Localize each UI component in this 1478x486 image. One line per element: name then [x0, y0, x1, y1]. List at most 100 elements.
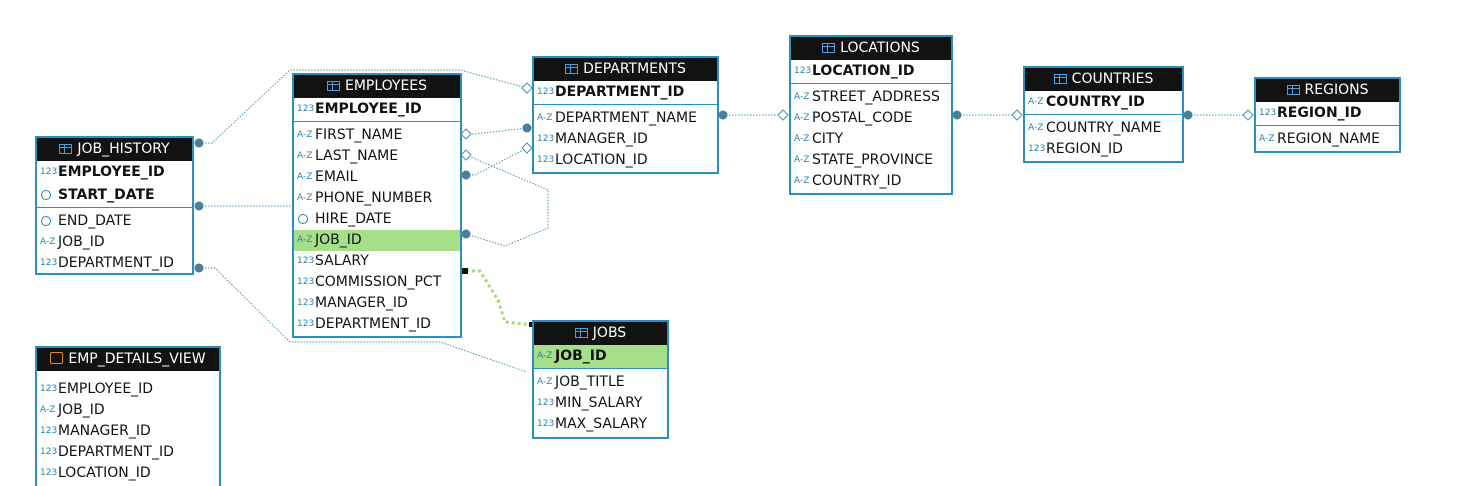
text-type-icon: A-Z — [537, 377, 553, 387]
column-name: JOB_ID — [58, 402, 105, 418]
column-name: SALARY — [315, 253, 369, 269]
column-name: EMAIL — [315, 169, 358, 185]
connector-dot — [461, 170, 471, 180]
column-name: JOB_ID — [58, 234, 105, 250]
table-icon — [574, 328, 588, 338]
column-name: LOCATION_ID — [812, 63, 915, 79]
view-header[interactable]: EMP_DETAILS_VIEW — [37, 348, 219, 371]
numeric-type-icon: 123 — [40, 384, 58, 394]
table-header[interactable]: EMPLOYEES — [294, 75, 460, 98]
table-header[interactable]: JOBS — [534, 322, 667, 345]
numeric-type-icon: 123 — [40, 167, 58, 177]
column-name: JOB_ID — [315, 232, 362, 248]
text-type-icon: A-Z — [1028, 123, 1044, 133]
clock-icon — [41, 215, 51, 226]
connector-dot — [461, 229, 471, 239]
column-name: EMPLOYEE_ID — [58, 164, 165, 180]
column-name: PHONE_NUMBER — [315, 190, 433, 206]
column-name: DEPARTMENT_ID — [58, 255, 174, 271]
text-type-icon: A-Z — [794, 92, 810, 102]
connector-dot — [952, 110, 962, 120]
fk-departments-employees — [466, 147, 528, 176]
text-type-icon: A-Z — [794, 155, 810, 165]
text-type-icon: A-Z — [297, 235, 313, 245]
text-type-icon: A-Z — [297, 130, 313, 140]
connector-diamond — [460, 149, 472, 161]
fk-employees-dept-manager — [466, 127, 528, 135]
column-name: STREET_ADDRESS — [812, 89, 940, 105]
column-name: COUNTRY_ID — [1046, 94, 1145, 110]
column-row[interactable]: END_DATE — [37, 211, 192, 232]
connector-dot — [194, 201, 204, 211]
connector-dot — [1183, 110, 1193, 120]
fk-job-history-department — [199, 267, 528, 373]
column-row[interactable]: START_DATE — [37, 184, 192, 207]
text-type-icon: A-Z — [1028, 97, 1044, 107]
column-name: MAX_SALARY — [555, 416, 648, 432]
connector-diamond — [1011, 109, 1023, 121]
numeric-type-icon: 123 — [297, 319, 315, 329]
table-header[interactable]: REGIONS — [1256, 79, 1399, 102]
table-header[interactable]: LOCATIONS — [791, 37, 951, 60]
column-name: DEPARTMENT_ID — [555, 84, 685, 100]
column-name: MANAGER_ID — [58, 423, 151, 439]
numeric-type-icon: 123 — [1028, 144, 1046, 154]
text-type-icon: A-Z — [794, 176, 810, 186]
column-name: START_DATE — [58, 187, 155, 203]
column-name: DEPARTMENT_ID — [58, 444, 174, 460]
column-row[interactable]: HIRE_DATE — [294, 209, 460, 230]
text-type-icon: A-Z — [537, 351, 553, 361]
column-name: REGION_ID — [1277, 105, 1362, 121]
table-header[interactable]: COUNTRIES — [1025, 68, 1182, 91]
connector-diamond — [460, 128, 472, 140]
table-header[interactable]: DEPARTMENTS — [534, 58, 717, 81]
clock-icon — [298, 213, 308, 224]
table-header[interactable]: JOB_HISTORY — [37, 138, 192, 161]
